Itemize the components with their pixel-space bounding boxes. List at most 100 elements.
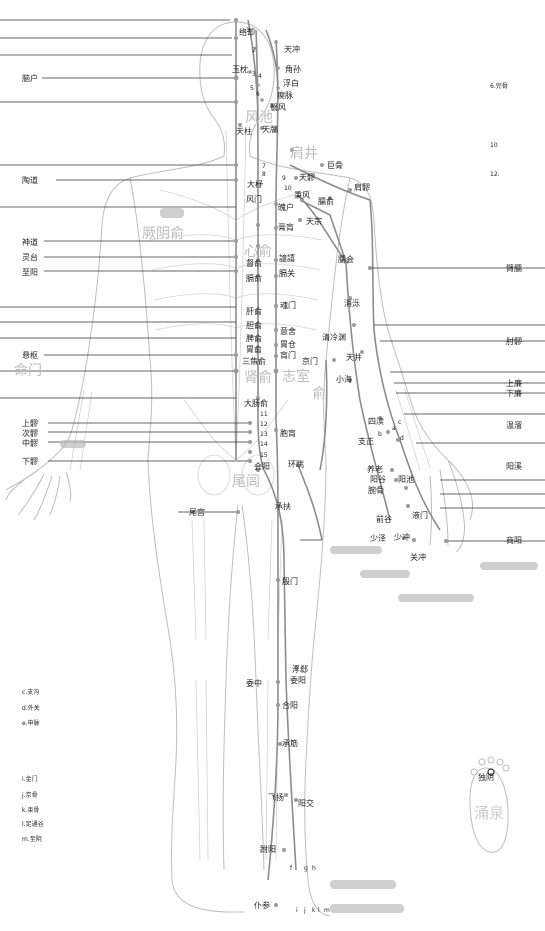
- large-labels: 风池 肩井 厥阴俞 心俞 命门 肾俞 志室 俞 尾闾 涌泉: [14, 110, 504, 822]
- legend-l: l.足通谷: [22, 820, 44, 828]
- label-fubai: 浮白: [283, 78, 299, 88]
- label-tianchong: 天冲: [284, 44, 300, 54]
- label-yangchi: 阳池: [398, 474, 414, 484]
- label-weiyang: 委阳: [290, 675, 306, 685]
- label-jiaosun: 角孙: [285, 64, 301, 74]
- label-duyin: 独阴: [478, 772, 494, 782]
- label-wangu: 腕骨: [368, 485, 384, 495]
- label-xiaoluo: 消泺: [344, 298, 360, 308]
- label-danshu: 胆俞: [246, 320, 262, 330]
- letter-h: h: [312, 865, 316, 872]
- large-label-xinshu: 心俞: [244, 243, 272, 260]
- letter-i: i: [296, 907, 298, 914]
- label-dushu: 督俞: [246, 258, 262, 268]
- label-xuanshu: 悬枢: [22, 350, 38, 360]
- large-label-weilu: 尾闾: [232, 474, 260, 490]
- label-binao: 臂臑: [506, 263, 522, 273]
- label-chengjin: 承筋: [282, 738, 298, 748]
- label-dachangshu: 大肠俞: [244, 398, 268, 408]
- letter-m: m: [324, 907, 330, 914]
- label-yangjiao: 阳交: [298, 798, 314, 808]
- label-sidu: 四渎: [368, 416, 384, 426]
- label-huangmen: 肓门: [280, 350, 296, 360]
- label-ganshu: 肝俞: [246, 306, 262, 316]
- label-zhouliao: 肘髎: [506, 337, 522, 346]
- label-gaohuang: 膏肓: [278, 222, 294, 232]
- large-label-mingmen: 命门: [14, 362, 42, 379]
- label-baohuang: 胞肓: [280, 428, 296, 438]
- label-sanjiaoshu: 三焦俞: [242, 356, 266, 366]
- label-n10: 10: [490, 142, 498, 149]
- label-qiangu: 前谷: [376, 514, 392, 524]
- large-label-shenshu: 肾俞: [244, 369, 272, 386]
- label-huiyang: 会阳: [254, 461, 270, 471]
- label-wangu-head: 6.完骨: [490, 82, 508, 90]
- label-jianliao: 肩髎: [354, 182, 370, 192]
- label-fuyang: 跗阳: [260, 844, 276, 854]
- meridian-lines: [235, 19, 441, 881]
- label-yifeng: 翳风: [270, 103, 286, 112]
- numeral-14: 14: [260, 441, 268, 448]
- label-lingtai: 灵台: [22, 252, 38, 262]
- letter-a: a: [392, 425, 396, 432]
- label-weigong: 尾宫: [189, 507, 205, 517]
- body-outline: [5, 21, 474, 917]
- label-fengmen: 风门: [246, 194, 262, 204]
- legend: c.支沟 d.外关 e.申脉 i.金门 j.京骨 k.束骨 l.足通谷 m.至阴: [21, 688, 44, 843]
- numeral-1: 1: [246, 27, 250, 34]
- label-yemen: 液门: [412, 510, 428, 520]
- legend-k: k.束骨: [22, 806, 39, 814]
- label-dazhu: 大杼: [247, 179, 263, 189]
- numeral-13: 13: [260, 431, 268, 438]
- legend-j: j.京骨: [21, 791, 38, 799]
- large-label-yongquan: 涌泉: [474, 804, 504, 822]
- label-naohu: 脑户: [22, 73, 38, 83]
- legend-c: c.支沟: [22, 688, 39, 696]
- label-guanchong: 关冲: [410, 552, 426, 562]
- label-cilaio: 次髎: [22, 428, 38, 438]
- legend-e: e.申脉: [22, 719, 40, 727]
- label-geguan: 膈关: [279, 268, 295, 278]
- numerals: 1 2 3 4 5 6 7 8 9 10 11 12 13 14 15 a b …: [246, 27, 404, 914]
- numeral-6: 6: [256, 91, 260, 98]
- label-hunmen: 魂门: [280, 300, 296, 310]
- label-zhongliao: 中髎: [22, 438, 38, 448]
- label-naoshu: 臑俞: [318, 196, 334, 206]
- numeral-3: 3: [252, 71, 256, 78]
- label-naohui: 臑会: [338, 254, 354, 264]
- legend-m: m.至阴: [22, 835, 42, 843]
- letter-c: c: [398, 419, 401, 426]
- large-label-zhishi: 志室: [282, 368, 310, 385]
- legend-i: i.金门: [22, 775, 38, 783]
- numeral-11: 11: [260, 411, 268, 418]
- label-xiaohai: 小海: [336, 374, 352, 384]
- letter-f: f: [290, 865, 293, 872]
- label-shangyang: 商阳: [506, 535, 522, 545]
- label-shaoze: 少泽: [370, 534, 386, 543]
- label-tianzong: 天宗: [306, 216, 322, 226]
- label-taodao: 陶道: [22, 175, 38, 185]
- right-leader-lines: [178, 267, 545, 542]
- letter-l: l: [318, 907, 320, 914]
- label-jingmen: 京门: [302, 356, 318, 366]
- numeral-5: 5: [250, 85, 254, 92]
- letter-d: d: [400, 435, 404, 442]
- label-luoque: 络却: [239, 27, 255, 37]
- letter-j: j: [303, 907, 306, 914]
- label-jugu: 巨骨: [327, 161, 343, 170]
- label-weishu: 胃俞: [246, 344, 262, 354]
- label-weicang: 胃仓: [280, 339, 296, 349]
- numeral-10: 10: [284, 185, 292, 192]
- label-yuzhen: 玉枕: [232, 64, 248, 74]
- numeral-4: 4: [258, 73, 262, 80]
- label-qimai: 瘈脉: [277, 90, 293, 100]
- label-yinmen: 殷门: [282, 576, 298, 586]
- label-pohu: 魄户: [278, 202, 294, 212]
- label-n12: 12.: [490, 171, 500, 178]
- letter-g: g: [304, 865, 308, 872]
- label-pucan: 仆参: [254, 900, 270, 910]
- skeleton: [69, 120, 431, 861]
- label-yanggu: 阳谷: [370, 475, 386, 484]
- label-bingfeng: 秉风: [294, 190, 310, 200]
